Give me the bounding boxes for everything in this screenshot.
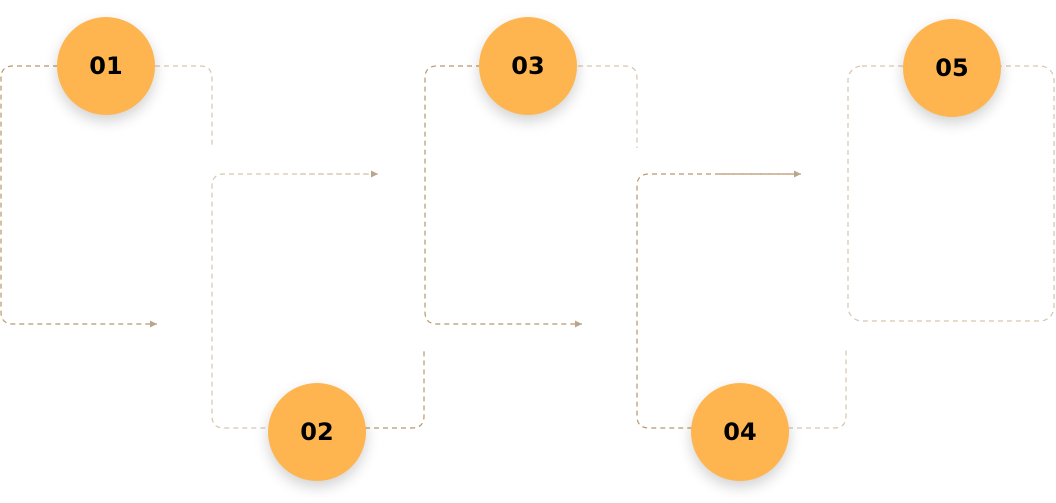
step-badge-2: 02: [268, 383, 366, 481]
step-badge-5: 05: [903, 19, 1001, 117]
step-badge-3: 03: [479, 17, 577, 115]
step-badge-4: 04: [691, 383, 789, 481]
step-3-right: [578, 65, 638, 148]
step-badge-1: 01: [57, 17, 155, 115]
step-2-right: [365, 350, 425, 429]
step-4-right: [788, 350, 847, 429]
step-1-right: [155, 65, 213, 148]
step-4-frame: [636, 173, 801, 429]
step-3-frame: [424, 65, 582, 328]
step-2-frame: [211, 173, 378, 429]
step-1-frame: [0, 65, 157, 328]
